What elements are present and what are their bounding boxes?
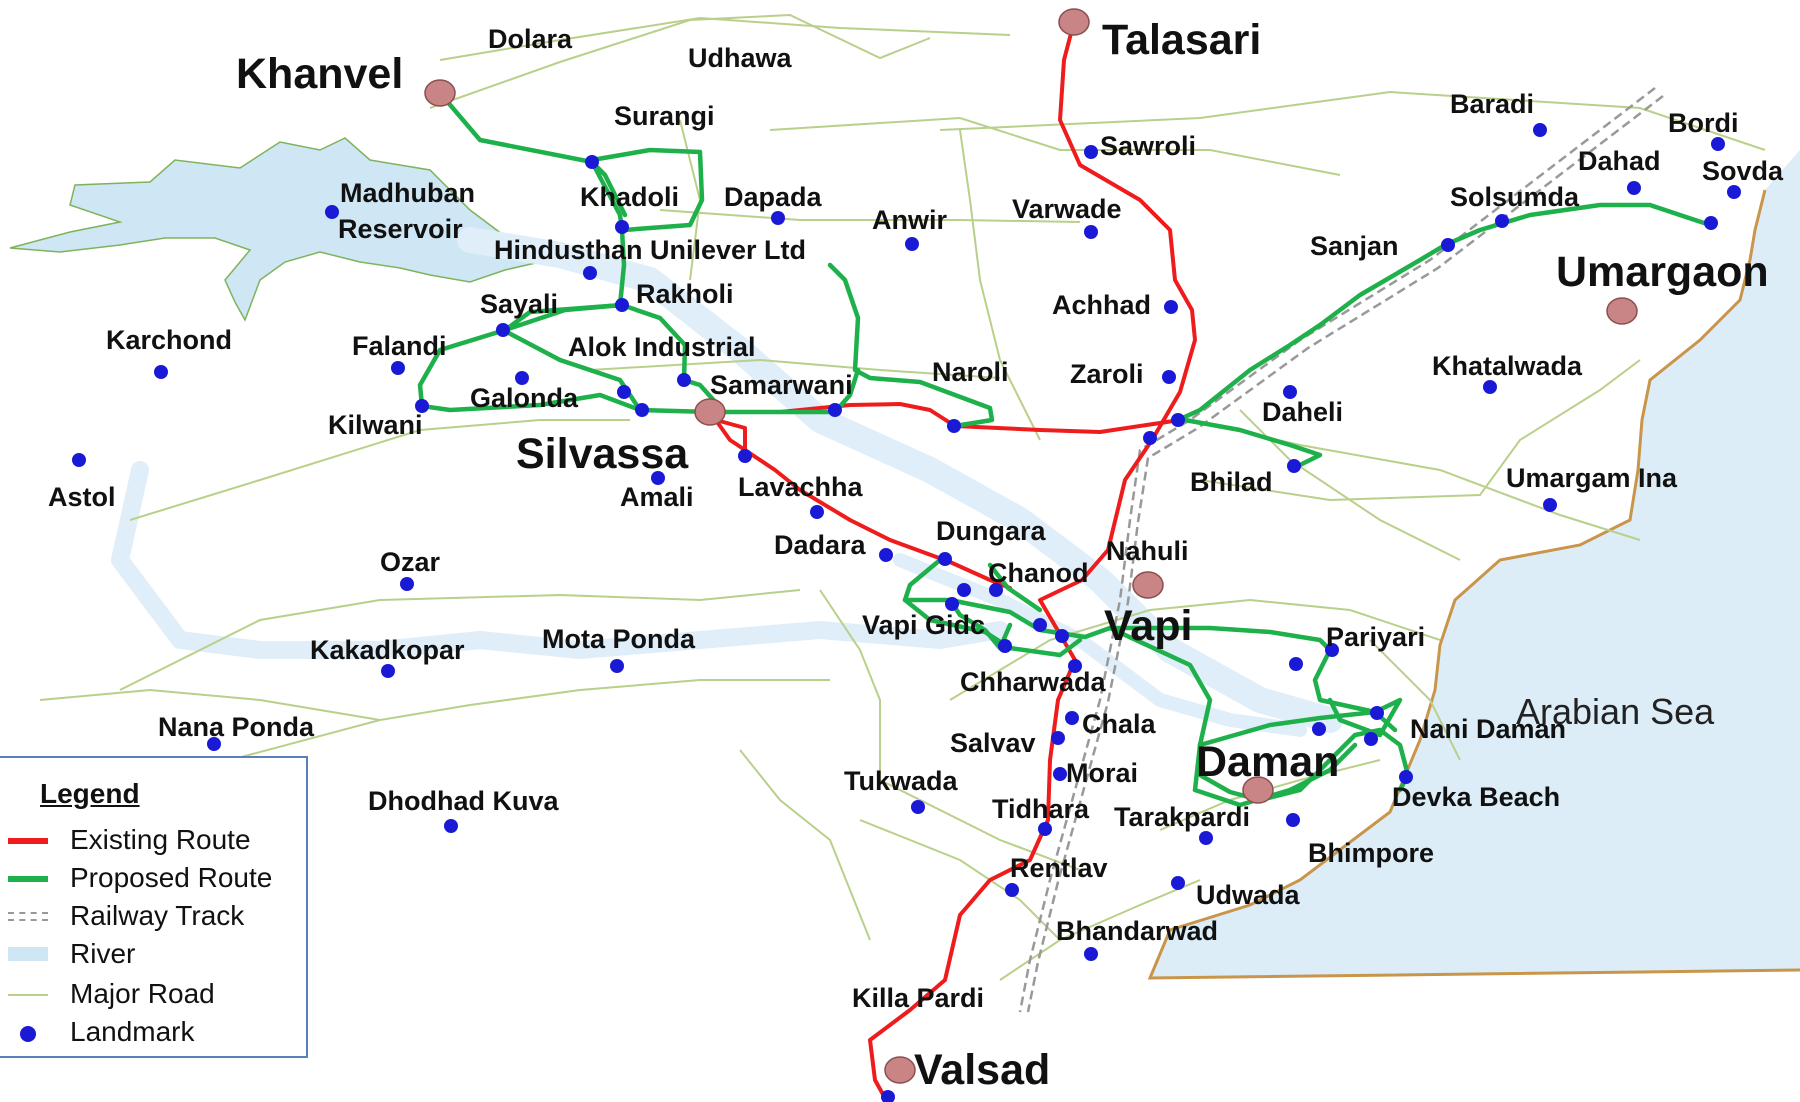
town-label: Valsad — [914, 1046, 1050, 1094]
landmark-dot-icon — [20, 1026, 36, 1042]
legend-item-landmark: Landmark — [0, 1016, 298, 1050]
landmark-label: Amali — [620, 482, 694, 512]
landmark-label: Rentlav — [1010, 853, 1108, 883]
landmark-label: Udhawa — [688, 43, 793, 73]
landmark-label: Hindusthan Unilever Ltd — [494, 235, 806, 265]
river-icon — [8, 947, 48, 961]
legend-item-label: Major Road — [70, 978, 215, 1009]
landmark-label: Sawroli — [1100, 131, 1196, 161]
legend-item-existing-route: Existing Route — [0, 824, 298, 858]
town-label: Silvassa — [516, 430, 689, 478]
landmark-label: Dapada — [724, 182, 823, 212]
landmark-label: Baradi — [1450, 89, 1534, 119]
landmark-label: Umargam Ina — [1506, 463, 1678, 493]
landmark-label: Kakadkopar — [310, 635, 465, 665]
legend-item-label: Proposed Route — [70, 862, 273, 893]
landmark-label: Dolara — [488, 24, 573, 54]
landmark-label: Bhilad — [1190, 467, 1273, 497]
landmark-label: Falandi — [352, 331, 447, 361]
landmark-label: Tukwada — [844, 766, 959, 796]
legend-item-label: Landmark — [70, 1016, 195, 1047]
landmark-label: Daheli — [1262, 397, 1343, 427]
landmark-label: Alok Industrial — [568, 332, 756, 362]
landmark-label: Chharwada — [960, 667, 1107, 697]
landmark-label: Nahuli — [1106, 536, 1189, 566]
landmark-label: Tarakpardi — [1114, 802, 1250, 832]
landmark-label: Kilwani — [328, 410, 423, 440]
town-label: Khanvel — [236, 50, 403, 98]
landmark-label: Naroli — [932, 357, 1009, 387]
landmark-label: Bordi — [1668, 108, 1739, 138]
legend-item-major-road: Major Road — [0, 978, 298, 1012]
landmark-label: Astol — [48, 482, 116, 512]
railway-icon — [8, 912, 48, 921]
landmark-label: Bhandarwad — [1056, 916, 1218, 946]
legend-item-river: River — [0, 938, 298, 972]
town-label: Vapi — [1104, 602, 1192, 650]
legend-item-label: River — [70, 938, 136, 969]
landmark-label: Salvav — [950, 728, 1036, 758]
red-line-icon — [8, 838, 48, 844]
landmark-label: Killa Pardi — [852, 983, 984, 1013]
legend-item-label: Railway Track — [70, 900, 245, 931]
landmark-labels: Dolara Udhawa Surangi Khadoli Dapada Mad… — [48, 24, 1784, 1013]
landmark-label: Nana Ponda — [158, 712, 315, 742]
landmark-label: Sayali — [480, 289, 558, 319]
arabian-sea — [1150, 150, 1800, 1102]
legend-title: Legend — [40, 778, 140, 809]
landmark-label: Samarwani — [710, 370, 853, 400]
landmark-label: Mota Ponda — [542, 624, 696, 654]
rivers — [111, 227, 1343, 737]
landmark-label: Varwade — [1012, 194, 1122, 224]
landmark-label: Rakholi — [636, 279, 734, 309]
legend: Legend Existing Route Proposed Route Rai… — [0, 756, 308, 1058]
landmark-label: Pariyari — [1326, 622, 1425, 652]
landmark-label: Sovda — [1702, 156, 1784, 186]
town-labels: Khanvel Talasari Silvassa Umargaon Vapi … — [236, 16, 1769, 1094]
landmark-label: Devka Beach — [1392, 782, 1560, 812]
town-label: Talasari — [1102, 16, 1261, 64]
landmark-dots — [72, 123, 1741, 1102]
landmark-label: Dahad — [1578, 146, 1661, 176]
landmark-label: Udwada — [1196, 880, 1301, 910]
landmark-label: Sanjan — [1310, 231, 1399, 261]
town-label: Umargaon — [1556, 248, 1769, 296]
legend-item-proposed-route: Proposed Route — [0, 862, 298, 896]
landmark-label: Solsumda — [1450, 182, 1580, 212]
landmark-label: Madhuban — [340, 178, 475, 208]
town-markers — [424, 8, 1638, 1084]
landmark-label: Dungara — [936, 516, 1047, 546]
landmark-label: Reservoir — [338, 214, 463, 244]
landmark-label: Zaroli — [1070, 359, 1144, 389]
landmark-label: Tidhara — [992, 794, 1090, 824]
landmark-label: Karchond — [106, 325, 232, 355]
landmark-label: Chala — [1082, 709, 1157, 739]
landmark-label: Anwir — [872, 205, 947, 235]
landmark-label: Morai — [1066, 758, 1138, 788]
coastline — [1147, 189, 1800, 980]
madhuban-reservoir — [9, 137, 542, 322]
town-label: Daman — [1196, 738, 1339, 786]
landmark-label: Chanod — [988, 558, 1089, 588]
landmark-label: Lavachha — [738, 472, 864, 502]
green-line-icon — [8, 876, 48, 882]
landmark-label: Ozar — [380, 547, 441, 577]
landmark-label: Vapi Gidc — [862, 610, 985, 640]
landmark-label: Dadara — [774, 530, 867, 560]
landmark-label: Galonda — [470, 383, 579, 413]
landmark-label: Khadoli — [580, 182, 679, 212]
landmark-label: Achhad — [1052, 290, 1151, 320]
landmark-label: Bhimpore — [1308, 838, 1434, 868]
railway-track — [1018, 87, 1664, 1013]
landmark-label: Khatalwada — [1432, 351, 1583, 381]
landmark-label: Dhodhad Kuva — [368, 786, 559, 816]
legend-item-label: Existing Route — [70, 824, 251, 855]
sea-label: Arabian Sea — [1516, 691, 1715, 732]
landmark-label: Surangi — [614, 101, 715, 131]
landmark-label: Nani Daman — [1410, 714, 1566, 744]
legend-item-railway-track: Railway Track — [0, 900, 298, 934]
road-icon — [8, 994, 48, 996]
